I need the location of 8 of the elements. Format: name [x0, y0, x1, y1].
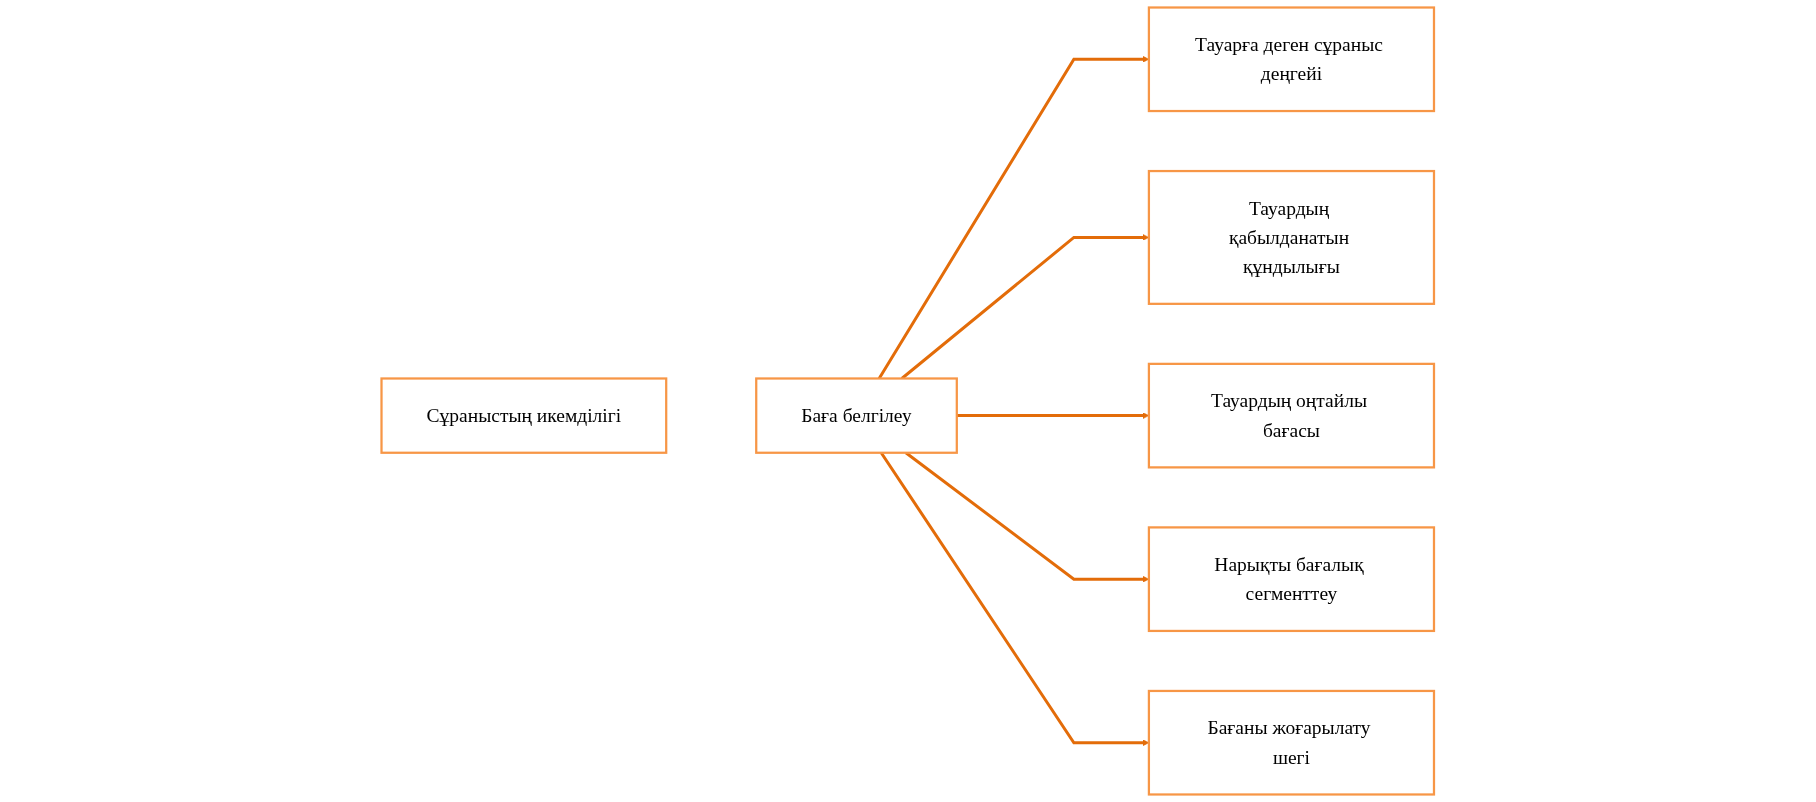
node-box: Бағаны жоғарылату шегі — [1148, 689, 1436, 796]
arrow — [957, 412, 1150, 419]
node-box: Нарықты бағалық сегменттеу — [1148, 526, 1436, 633]
node-box: Тауардың оңтайлы бағасы — [1148, 362, 1436, 469]
node-box: Сұраныстың икемділігі — [380, 377, 668, 454]
node-box: Тауардың қабылданатын құндылығы — [1148, 169, 1436, 305]
node-box: Тауарға деген сұраныс деңгейі — [1148, 6, 1436, 113]
node-box: Баға белгілеу — [755, 377, 959, 454]
